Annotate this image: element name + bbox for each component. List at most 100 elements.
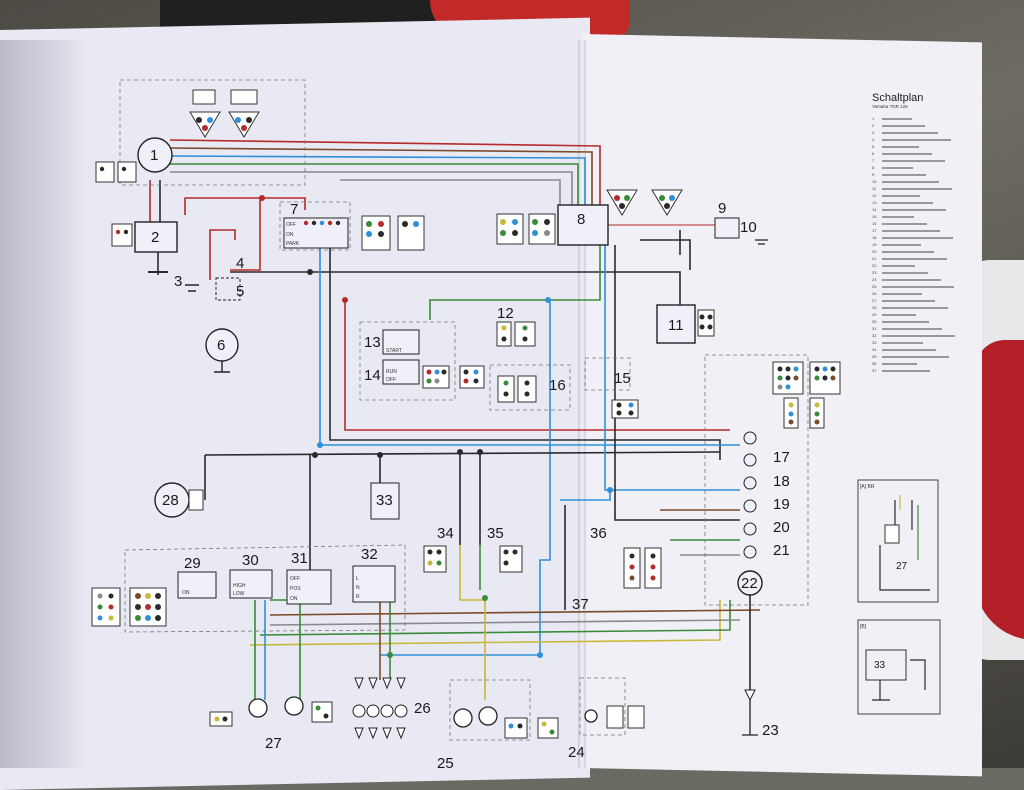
legend-item: 16: [872, 220, 967, 227]
connector-icons-11: [697, 309, 715, 337]
legend-item: 17: [872, 227, 967, 234]
cdi-unit-box: [557, 204, 609, 246]
legend-item: 18: [872, 234, 967, 241]
turn-switch-table: [352, 565, 396, 603]
component-37-label: 37: [572, 596, 589, 613]
component-22-label: 22: [741, 575, 758, 592]
low-label: LOW: [233, 591, 245, 597]
page-fold: [578, 40, 586, 768]
legend-item: 26: [872, 290, 967, 297]
component-6-label: 6: [217, 337, 225, 354]
component-32-label: 32: [361, 546, 378, 563]
legend-item: 10: [872, 178, 967, 185]
legend-item: 3: [872, 129, 967, 136]
junction-dot: [317, 442, 323, 448]
component-27-label: 27: [265, 735, 282, 752]
component-17-label: 17: [773, 449, 790, 466]
component-7-label: 7: [290, 201, 298, 218]
junction-dot: [259, 195, 265, 201]
legend-item: 37: [872, 367, 967, 374]
legend-item: 1: [872, 115, 967, 122]
turn-l-label: L: [356, 576, 359, 582]
light-off-label: OFF: [290, 576, 300, 582]
component-35-label: 35: [487, 525, 504, 542]
stop-off-label: OFF: [386, 377, 396, 383]
inset-diagram-b: [857, 619, 941, 715]
legend-item: 23: [872, 269, 967, 276]
junction-dot: [457, 449, 463, 455]
junction-dot: [477, 449, 483, 455]
legend-item: 20: [872, 248, 967, 255]
engine-stop-switch-table: [382, 359, 420, 385]
speedometer-symbol: [737, 570, 763, 596]
indicator-lamps: [743, 431, 757, 559]
connector-icons-12: [496, 321, 536, 347]
page-edge-shadow: [0, 40, 90, 768]
run-label: RUN: [386, 369, 397, 375]
rectifier-box: [134, 221, 178, 253]
turn-signal-bulbs: [352, 677, 408, 740]
component-29-label: 29: [184, 555, 201, 572]
junction-dot: [307, 269, 313, 275]
component-12-label: 12: [497, 305, 514, 322]
legend-item: 11: [872, 185, 967, 192]
legend-item: 5: [872, 143, 967, 150]
legend-item: 6: [872, 150, 967, 157]
legend-title: Schaltplan: [872, 92, 924, 104]
component-23-label: 23: [762, 722, 779, 739]
legend-item: 35: [872, 353, 967, 360]
legend-item: 27: [872, 297, 967, 304]
dimmer-switch-table: [229, 569, 273, 599]
legend-item: 34: [872, 346, 967, 353]
junction-dot: [537, 652, 543, 658]
component-30-label: 30: [242, 552, 259, 569]
turn-n-label: N: [356, 585, 360, 591]
legend-item: 2: [872, 122, 967, 129]
legend-item: 13: [872, 199, 967, 206]
inset-diagram-a: [857, 479, 939, 603]
component-20-label: 20: [773, 519, 790, 536]
start-label: START: [386, 348, 402, 354]
legend-item: 32: [872, 332, 967, 339]
junction-dot: [387, 652, 393, 658]
main-switch-off: OFF: [286, 222, 296, 228]
component-28-label: 28: [162, 492, 179, 509]
inset-b-label: [B]: [860, 624, 867, 630]
legend-item: 19: [872, 241, 967, 248]
connector-icons-36: [623, 547, 662, 589]
legend-item: 7: [872, 157, 967, 164]
inset-a-label: [A] BR: [860, 484, 875, 490]
legend-item: 9: [872, 171, 967, 178]
component-4-label: 4: [236, 255, 244, 272]
component-26-label: 26: [414, 700, 431, 717]
component-5-label: 5: [236, 283, 244, 300]
legend-item: 12: [872, 192, 967, 199]
legend-item: 36: [872, 360, 967, 367]
component-36-label: 36: [590, 525, 607, 542]
battery-symbol: [185, 284, 199, 292]
component-9-label: 9: [718, 200, 726, 217]
component-3-label: 3: [174, 273, 182, 290]
component-10-label: 10: [740, 219, 757, 236]
component-19-label: 19: [773, 496, 790, 513]
turn-r-label: R: [356, 594, 360, 600]
junction-dot: [545, 297, 551, 303]
legend-item: 14: [872, 206, 967, 213]
component-18-label: 18: [773, 473, 790, 490]
component-8-label: 8: [577, 211, 585, 228]
main-switch-on: ON: [286, 232, 294, 238]
component-31-label: 31: [291, 550, 308, 567]
light-switch-table: [286, 569, 332, 605]
connector-icons-bottom: [209, 701, 645, 739]
component-34-label: 34: [437, 525, 454, 542]
wiring-diagram: 1 2 3 4 5 6 7 OFF ON PARK 8: [91, 79, 941, 768]
legend-item: 31: [872, 325, 967, 332]
horn-on-label: ON: [182, 590, 190, 596]
legend-item: 25: [872, 283, 967, 290]
connector-icons-34-35: [423, 545, 523, 573]
component-1-label: 1: [150, 147, 158, 164]
connector-icons-14: [422, 365, 485, 389]
connector-icons-left: [91, 161, 167, 627]
legend-item: 4: [872, 136, 967, 143]
inset-33-label: 33: [874, 660, 886, 671]
